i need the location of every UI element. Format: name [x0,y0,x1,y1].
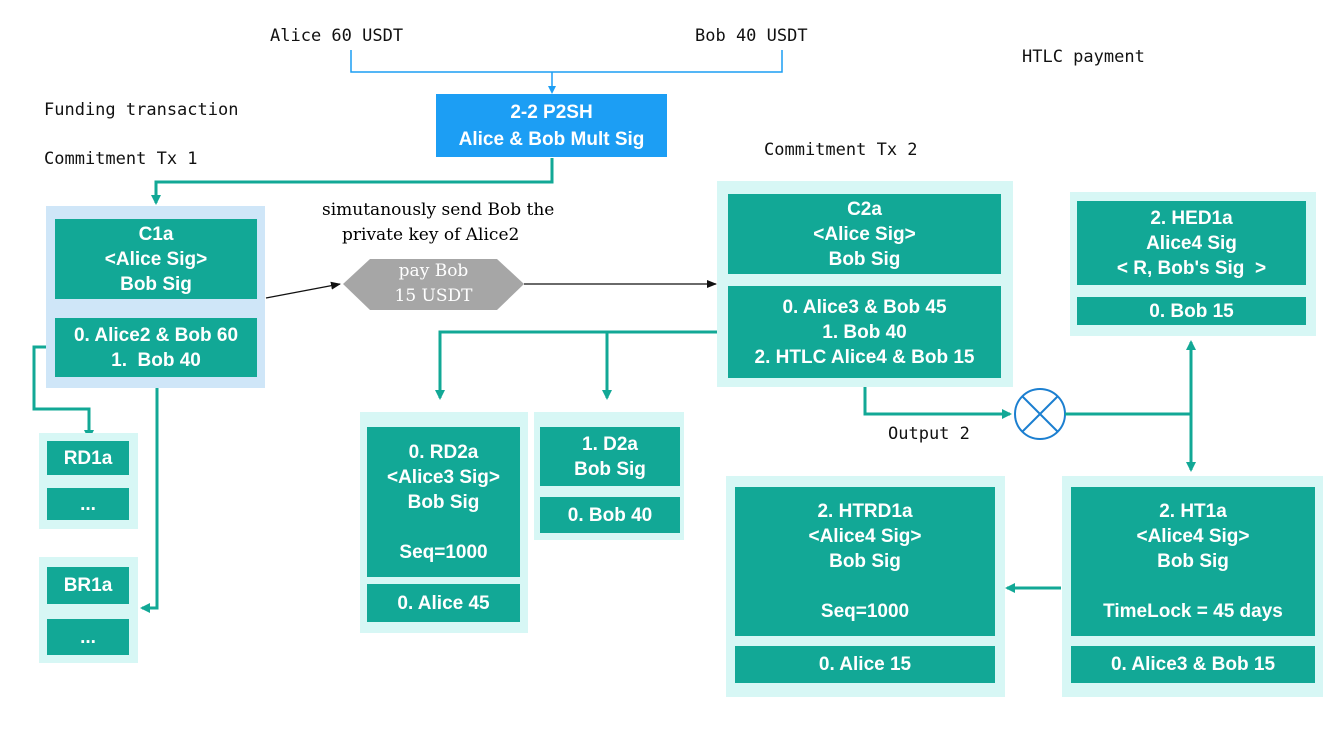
pay-hexagon-text: pay Bob 15 USDT [370,259,497,309]
output2-arrow [863,386,1012,419]
htrd1a-signature-box: 2. HTRD1a <Alice4 Sig> Bob Sig Seq=1000 [735,487,995,636]
ht1a-output: 0. Alice3 & Bob 15 [1110,654,1276,675]
rd2a-output: 0. Alice 45 [397,592,490,614]
c1a-to-br1a-arrow [140,380,159,613]
d2a-output-box: 0. Bob 40 [540,497,680,533]
p2sh-line2: Alice & Bob Mult Sig [458,128,645,150]
ht1a-sig-line: <Alice4 Sig> [1136,526,1250,547]
htrd1a-sig-line: Bob Sig [829,551,901,572]
c2a-sig-line: Bob Sig [828,248,901,270]
commitment-tx1-label: Commitment Tx 1 [44,149,198,169]
send-note-line1: simutanously send Bob the [322,200,555,220]
c2a-to-rd2a-arrow [435,330,728,400]
p2sh-funding-box: 2-2 P2SH Alice & Bob Mult Sig [436,94,667,157]
c1a-sig-line: C1a [138,223,174,245]
br1a-title: BR1a [63,575,113,596]
hed1a-sig-line: < R, Bob's Sig > [1116,257,1267,279]
htrd1a-output-box: 0. Alice 15 [735,646,995,683]
rd2a-sig-line: Seq=1000 [399,541,488,563]
br1a-title-box: BR1a [47,567,129,604]
hed1a-output: 0. Bob 15 [1149,300,1234,322]
rd2a-sig-line: Bob Sig [407,491,480,513]
br1a-body-box: ... [47,619,129,655]
c2a-out-line: 1. Bob 40 [822,321,907,343]
rd1a-body-box: ... [47,488,129,520]
ht1a-output-box: 0. Alice3 & Bob 15 [1071,646,1315,683]
br1a-body: ... [80,626,96,648]
ht1a-signature-box: 2. HT1a <Alice4 Sig> Bob Sig TimeLock = … [1071,487,1315,636]
rd2a-output-box: 0. Alice 45 [367,584,520,622]
c1a-to-rd1a-arrow [32,345,94,440]
c1a-signature-box: C1a <Alice Sig> Bob Sig [55,219,257,299]
c2a-outputs-box: 0. Alice3 & Bob 45 1. Bob 40 2. HTLC Ali… [728,286,1001,378]
c2a-signature-box: C2a <Alice Sig> Bob Sig [728,194,1001,274]
d2a-signature-box: 1. D2a Bob Sig [540,427,680,486]
p2sh-to-c1a-arrow [151,158,554,205]
hed1a-signature-box: 2. HED1a Alice4 Sig < R, Bob's Sig > [1077,201,1306,285]
c2a-out-line: 0. Alice3 & Bob 45 [782,296,947,318]
rd2a-signature-box: 0. RD2a <Alice3 Sig> Bob Sig Seq=1000 [367,427,520,577]
pay-line1: pay Bob [398,261,469,281]
hed1a-output-box: 0. Bob 15 [1077,297,1306,325]
pay-hexagon [343,259,524,310]
ht1a-sig-line: Bob Sig [1157,551,1229,572]
pay-line2: 15 USDT [394,286,473,306]
htrd1a-output: 0. Alice 15 [818,654,912,675]
c1a-outputs-box: 0. Alice2 & Bob 60 1. Bob 40 [55,318,257,377]
d2a-output: 0. Bob 40 [567,504,653,526]
bob-funding-label: Bob 40 USDT [695,26,808,46]
funding-bracket [350,50,783,73]
htrd1a-sig-line: Seq=1000 [820,601,910,622]
d2a-sig-line: Bob Sig [574,458,646,480]
hed1a-sig-line: Alice4 Sig [1146,232,1237,254]
htrd1a-sig-line: 2. HTRD1a [817,501,913,522]
alice-funding-label: Alice 60 USDT [270,26,404,46]
c1a-out-line: 0. Alice2 & Bob 60 [73,324,239,346]
c2a-sig-line: C2a [847,198,882,220]
commitment-tx2-label: Commitment Tx 2 [764,140,918,160]
htlc-payment-label: HTLC payment [1022,47,1145,67]
rd1a-body: ... [80,493,96,515]
rd1a-title: RD1a [63,447,113,469]
c1a-sig-line: <Alice Sig> [104,248,208,270]
send-note-line2: private key of Alice2 [342,225,520,245]
c1a-out-line: 1. Bob 40 [111,349,201,371]
output2-label: Output 2 [888,424,970,444]
c1a-sig-line: Bob Sig [120,273,192,295]
ht1a-sig-line: TimeLock = 45 days [1103,601,1283,622]
ht1a-sig-line: 2. HT1a [1159,501,1227,522]
c2a-sig-line: <Alice Sig> [813,223,916,245]
c2a-out-line: 2. HTLC Alice4 & Bob 15 [754,346,975,368]
p2sh-line1: 2-2 P2SH [510,101,593,123]
funding-transaction-label: Funding transaction [44,100,239,120]
rd2a-sig-line: <Alice3 Sig> [386,466,500,488]
htrd1a-sig-line: <Alice4 Sig> [808,526,922,547]
rd2a-sig-line: 0. RD2a [408,441,479,463]
d2a-sig-line: 1. D2a [582,433,638,455]
c1a-to-pay-arrow [265,281,341,299]
rd1a-title-box: RD1a [47,441,129,475]
hed1a-sig-line: 2. HED1a [1150,207,1233,229]
